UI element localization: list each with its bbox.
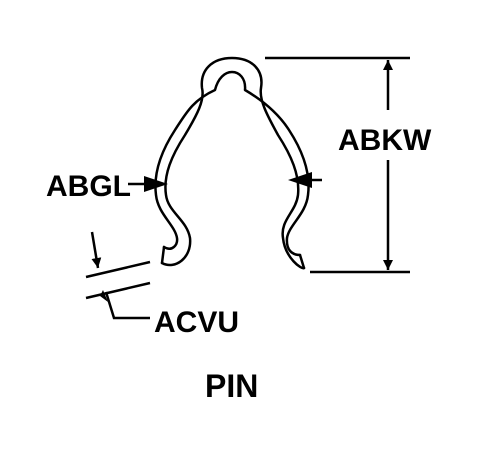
pin-outer-edge bbox=[160, 56, 306, 270]
abgl-arrowhead bbox=[144, 176, 168, 192]
wall-arrow-right-head bbox=[288, 172, 312, 188]
abkw-dimension bbox=[265, 56, 410, 274]
acvu-arrow-bottom-head bbox=[100, 290, 108, 302]
pin-inner-edge bbox=[154, 70, 310, 257]
acvu-leader bbox=[104, 291, 150, 320]
part-name-caption: PIN bbox=[205, 368, 258, 404]
acvu-label: ACVU bbox=[154, 306, 239, 339]
pin-outline bbox=[154, 56, 310, 270]
abgl-label: ABGL bbox=[46, 170, 131, 203]
acvu-extension-top bbox=[85, 260, 151, 279]
acvu-arrow-top bbox=[90, 231, 102, 269]
acvu-dimension bbox=[85, 231, 151, 320]
pin-right-end bbox=[298, 253, 306, 270]
acvu-extension-bottom bbox=[85, 281, 151, 300]
pin-left-end bbox=[160, 245, 166, 265]
abkw-label: ABKW bbox=[338, 124, 432, 157]
